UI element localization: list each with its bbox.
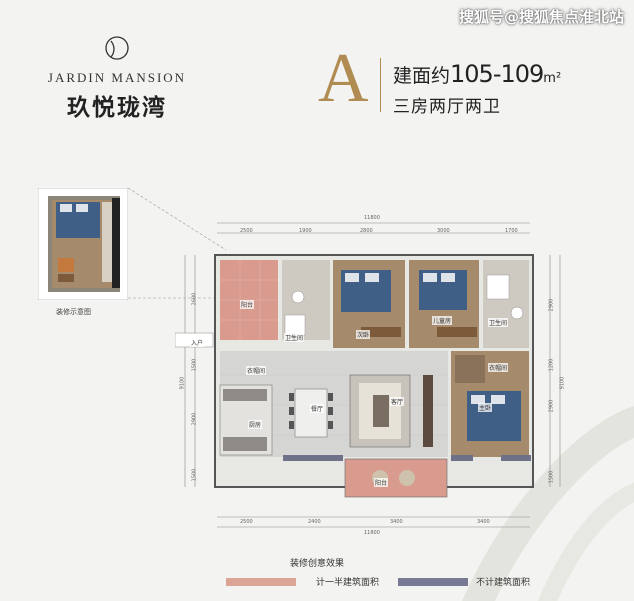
dim-top-2: 1900 <box>299 228 312 234</box>
divider-line <box>380 58 381 112</box>
brand-logo-icon <box>105 36 129 60</box>
room-label-dining-corner: 衣帽间 <box>246 366 267 375</box>
room-label-kids-room: 儿童房 <box>432 316 453 325</box>
dim-top-1: 2500 <box>240 228 253 234</box>
room-label-master-bedroom: 主卧 <box>478 403 493 412</box>
dim-bottom-2: 2400 <box>308 519 321 525</box>
dim-top-4: 3000 <box>437 228 450 234</box>
dim-left-3: 2900 <box>191 412 198 426</box>
area-value: 105-109 <box>450 60 544 88</box>
dim-right-3: 2900 <box>548 399 555 413</box>
dim-bottom-4: 3400 <box>477 519 490 525</box>
area-unit: m² <box>543 71 562 86</box>
footer-title: 装修创意效果 <box>289 559 344 569</box>
dim-left-4: 1500 <box>191 468 198 482</box>
dim-bottom-1: 2500 <box>240 519 253 525</box>
legend-swatch-no-area <box>398 578 468 586</box>
unit-type-letter: A <box>318 40 369 117</box>
dim-left-1: 2600 <box>191 292 198 306</box>
legend-label-half-area: 计一半建筑面积 <box>316 578 380 588</box>
dim-bottom-total: 11800 <box>364 530 380 536</box>
brand-name-cn: 玖悦珑湾 <box>67 95 167 121</box>
room-label-balcony-north: 阳台 <box>240 300 255 309</box>
dim-top-3: 2800 <box>360 228 373 234</box>
decoration-inset-image <box>38 188 128 300</box>
area-label: 建面约 <box>393 65 451 87</box>
legend-label-no-area: 不计建筑面积 <box>476 578 531 588</box>
area-line: 建面约105-109m² <box>393 60 561 88</box>
dim-top-5: 1700 <box>505 228 518 234</box>
room-label-cloakroom: 衣帽间 <box>488 363 509 372</box>
dim-top-total: 11800 <box>364 215 380 221</box>
brand-name-en: JARDIN MANSION <box>47 70 187 85</box>
room-label-bathroom-1: 卫生间 <box>284 333 305 342</box>
room-label-dining: 餐厅 <box>310 404 325 413</box>
dim-right-2: 1200 <box>548 358 555 372</box>
brand-block: JARDIN MANSION 玖悦珑湾 <box>32 34 202 122</box>
dim-left-total: 9100 <box>179 376 186 390</box>
layout-description: 三房两厅两卫 <box>393 97 501 117</box>
room-label-balcony-south: 阳台 <box>374 478 389 487</box>
inset-connector-lines <box>128 187 227 299</box>
room-label-living: 客厅 <box>390 397 405 406</box>
room-label-kitchen: 厨房 <box>248 420 263 429</box>
dim-bottom-3: 3400 <box>390 519 403 525</box>
dim-right-1: 2900 <box>548 298 555 312</box>
dim-right-total: 9100 <box>559 376 566 390</box>
dim-right-4: 1500 <box>548 470 555 484</box>
legend-swatch-half-area <box>226 578 296 586</box>
room-label-bathroom-2: 卫生间 <box>488 318 509 327</box>
watermark: 搜狐号@搜狐焦点淮北站 <box>458 8 624 26</box>
inset-caption: 装修示意图 <box>56 308 91 316</box>
room-label-bedroom-2: 次卧 <box>356 330 371 339</box>
floor-plan <box>175 222 561 528</box>
room-label-entrance: 入户 <box>190 338 205 347</box>
dim-left-2: 1500 <box>191 358 198 372</box>
